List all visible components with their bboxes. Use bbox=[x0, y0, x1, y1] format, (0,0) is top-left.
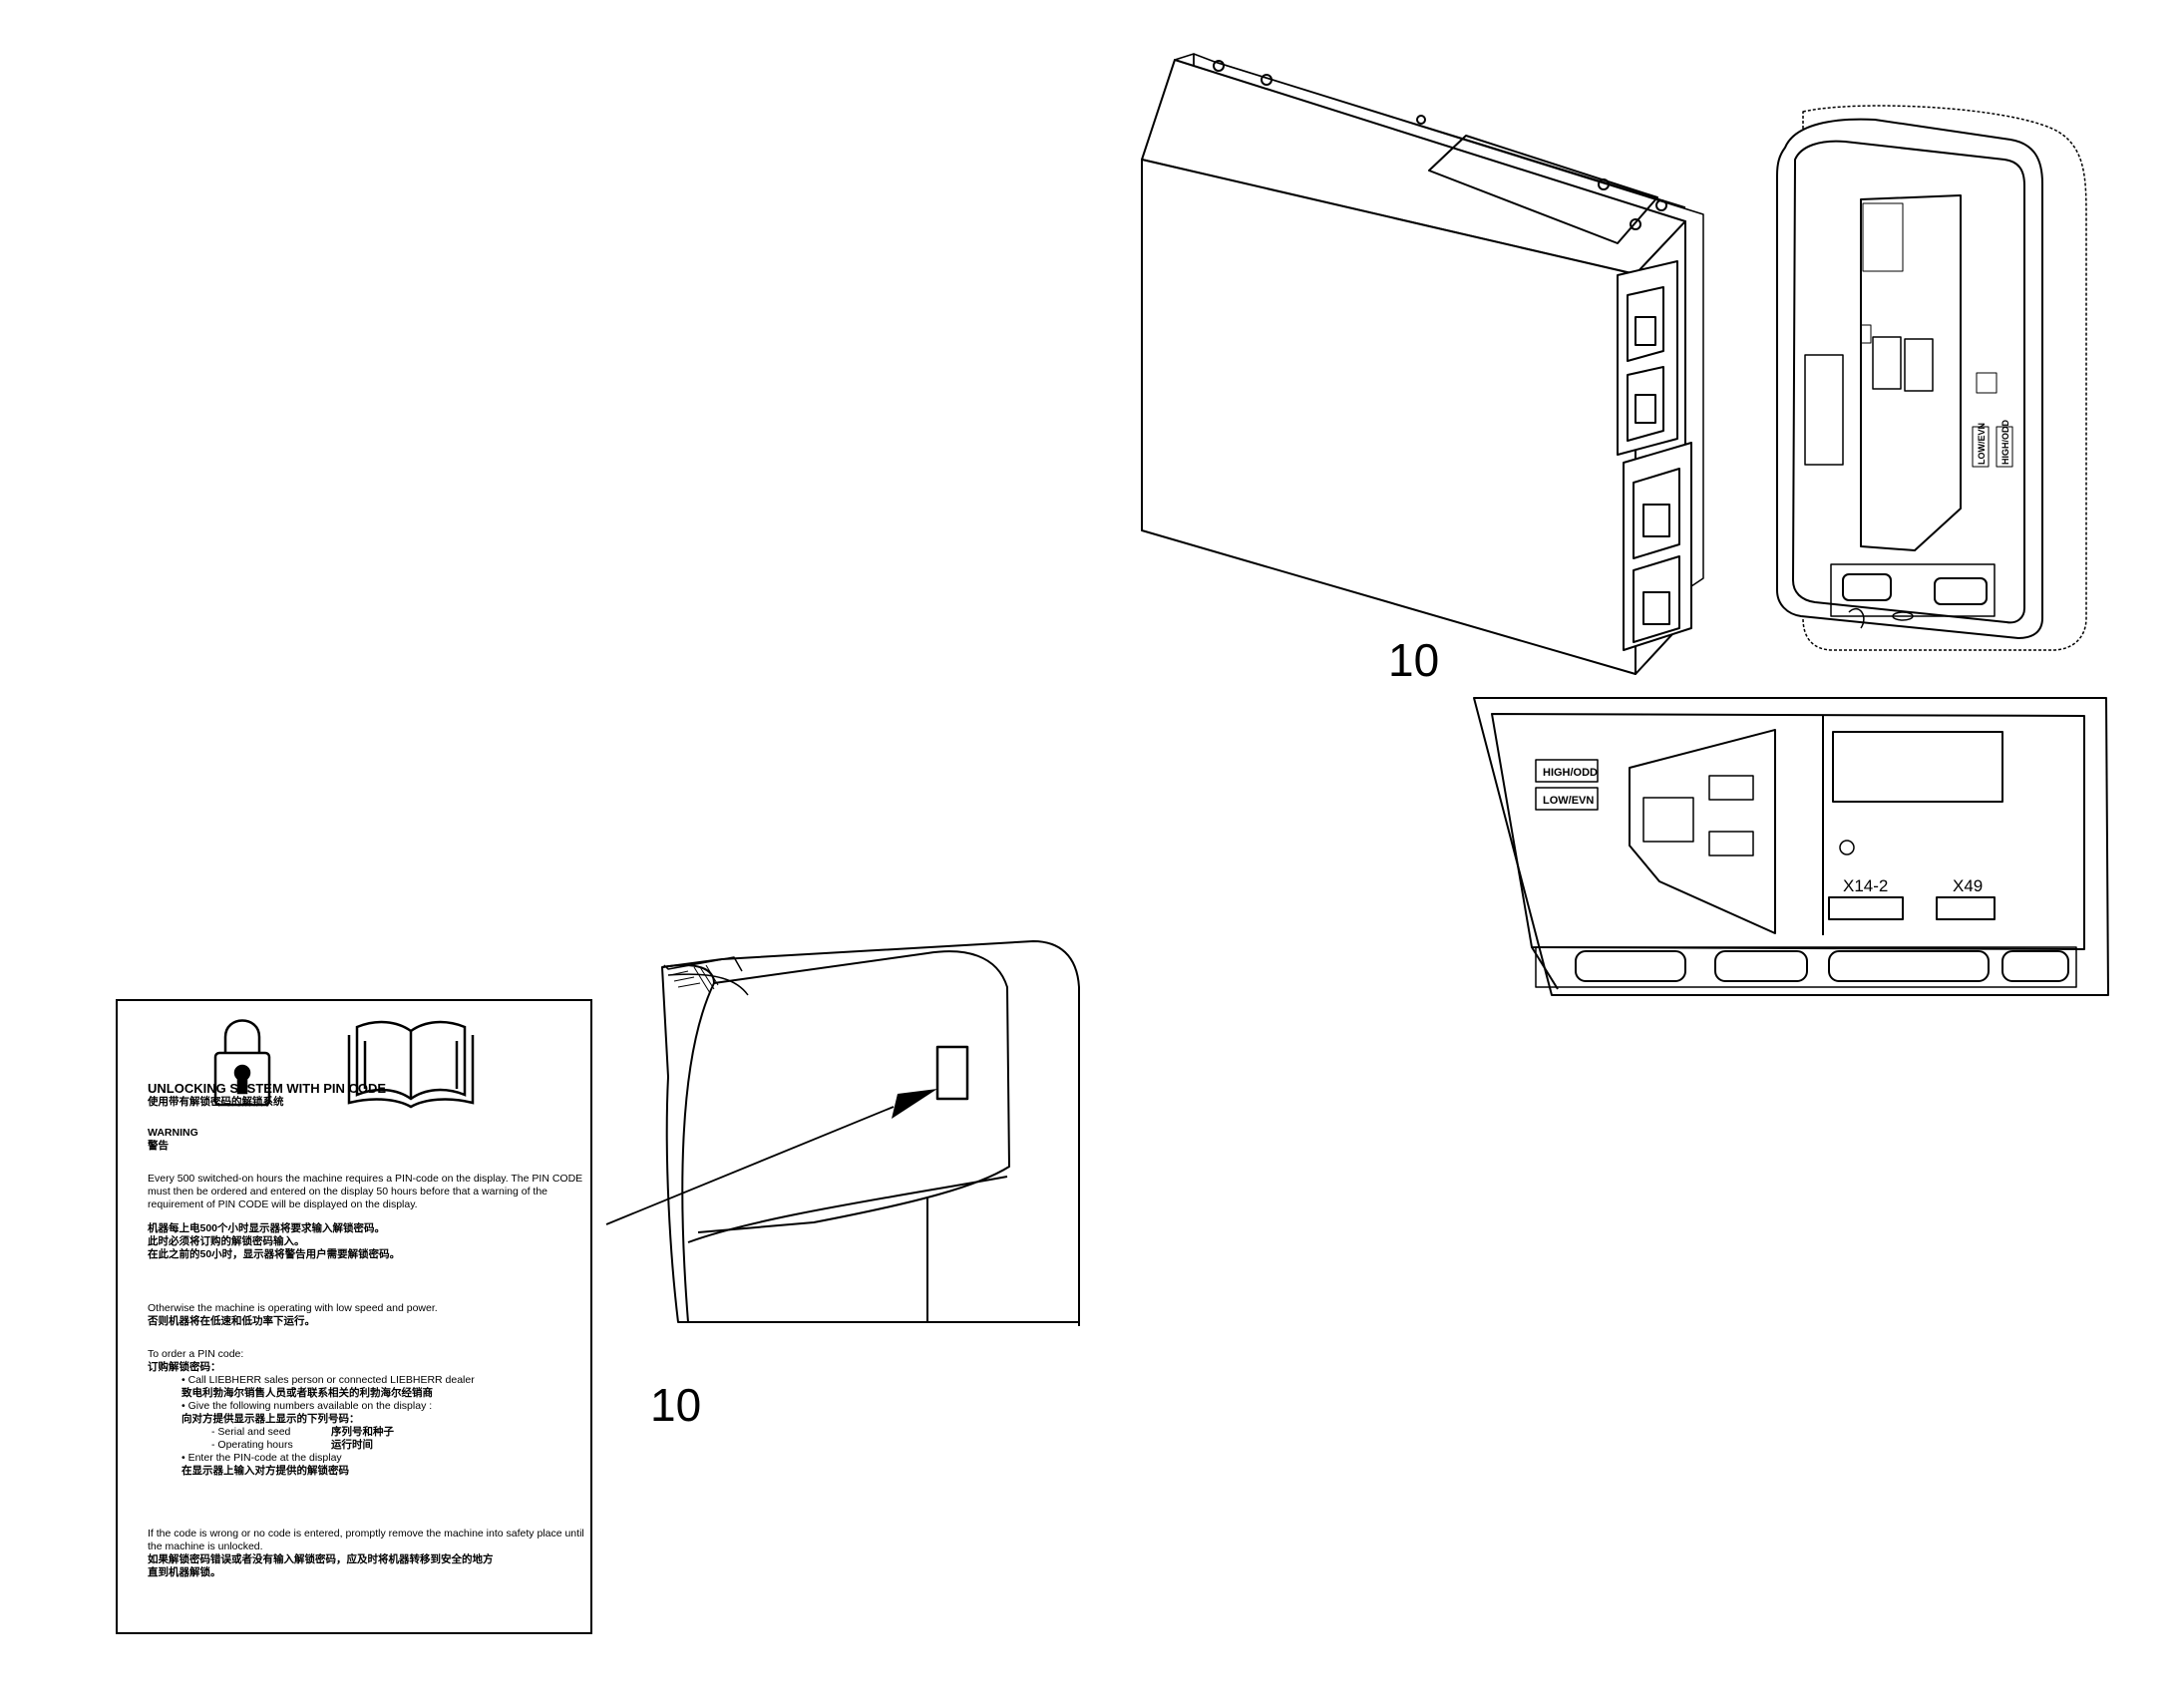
sticker-bullet1-zh: 致电利勃海尔销售人员或者联系相关的利勃海尔经销商 bbox=[182, 1387, 433, 1399]
sticker-para2-zh: 否则机器将在低速和低功率下运行。 bbox=[148, 1315, 315, 1327]
open-book-icon bbox=[347, 1020, 475, 1109]
sticker-item1-en: - Serial and seed bbox=[211, 1426, 291, 1438]
sticker-warning-zh: 警告 bbox=[148, 1140, 169, 1152]
sticker-item2-en: - Operating hours bbox=[211, 1439, 293, 1451]
sticker-bullet3-zh: 在显示器上输入对方提供的解锁密码 bbox=[182, 1465, 349, 1477]
vertical-switch-label-low-evn: LOW/EVN bbox=[1977, 423, 1987, 465]
connector-label-x49: X49 bbox=[1953, 876, 1983, 895]
arrowhead bbox=[892, 1089, 937, 1119]
connector-label-x14-2: X14-2 bbox=[1843, 876, 1888, 895]
sticker-para2-en: Otherwise the machine is operating with … bbox=[148, 1302, 438, 1314]
sticker-order-zh: 订购解锁密码： bbox=[148, 1361, 221, 1373]
pin-code-sticker: UNLOCKING SYSTEM WITH PIN CODE 使用带有解锁密码的… bbox=[116, 999, 592, 1634]
vent-grille bbox=[669, 964, 719, 994]
sticker-para1-zh-1: 机器每上电500个小时显示器将要求输入解锁密码。 bbox=[148, 1222, 386, 1234]
sticker-bullet1-en: • Call LIEBHERR sales person or connecte… bbox=[182, 1374, 475, 1386]
sticker-para1-zh-2: 此时必须将订购的解锁密码输入。 bbox=[148, 1235, 305, 1247]
control-box bbox=[1141, 53, 1704, 675]
vertical-switch-label-high-odd: HIGH/ODD bbox=[2000, 419, 2010, 465]
sticker-item1-zh: 序列号和种子 bbox=[331, 1426, 394, 1438]
sticker-para1-zh-3: 在此之前的50小时，显示器将警告用户需要解锁密码。 bbox=[148, 1248, 401, 1260]
leader-line bbox=[605, 1106, 895, 1225]
sticker-bullet2-en: • Give the following numbers available o… bbox=[182, 1400, 433, 1412]
sticker-para1-en: Every 500 switched-on hours the machine … bbox=[148, 1173, 583, 1210]
pcb-board-detail bbox=[1473, 697, 2109, 996]
sticker-para3-zh-1: 如果解锁密码错误或者没有输入解锁密码，应及时将机器转移到安全的地方 bbox=[148, 1553, 494, 1565]
sticker-para3-zh-2: 直到机器解锁。 bbox=[148, 1566, 221, 1578]
sticker-icons bbox=[213, 1019, 475, 1109]
sticker-title-zh: 使用带有解锁密码的解锁系统 bbox=[148, 1096, 284, 1108]
sticker-title-en: UNLOCKING SYSTEM WITH PIN CODE bbox=[148, 1081, 387, 1096]
sticker-order-en: To order a PIN code: bbox=[148, 1348, 244, 1360]
sticker-bullet2-zh: 向对方提供显示器上显示的下列号码： bbox=[182, 1413, 360, 1425]
sticker-warning-en: WARNING bbox=[148, 1127, 198, 1139]
sticker-para3-en: If the code is wrong or no code is enter… bbox=[148, 1528, 584, 1552]
sticker-item2-zh: 运行时间 bbox=[331, 1439, 373, 1451]
cab-side-view bbox=[661, 940, 1080, 1326]
sticker-bullet3-en: • Enter the PIN-code at the display bbox=[182, 1452, 342, 1464]
switch-label-low-evn: LOW/EVN bbox=[1543, 795, 1594, 807]
switch-label-high-odd: HIGH/ODD bbox=[1543, 767, 1598, 779]
callout-10-bottom: 10 bbox=[650, 1379, 701, 1431]
callout-10-top: 10 bbox=[1388, 634, 1439, 686]
open-housing bbox=[1776, 105, 2087, 651]
padlock-icon bbox=[213, 1019, 271, 1107]
